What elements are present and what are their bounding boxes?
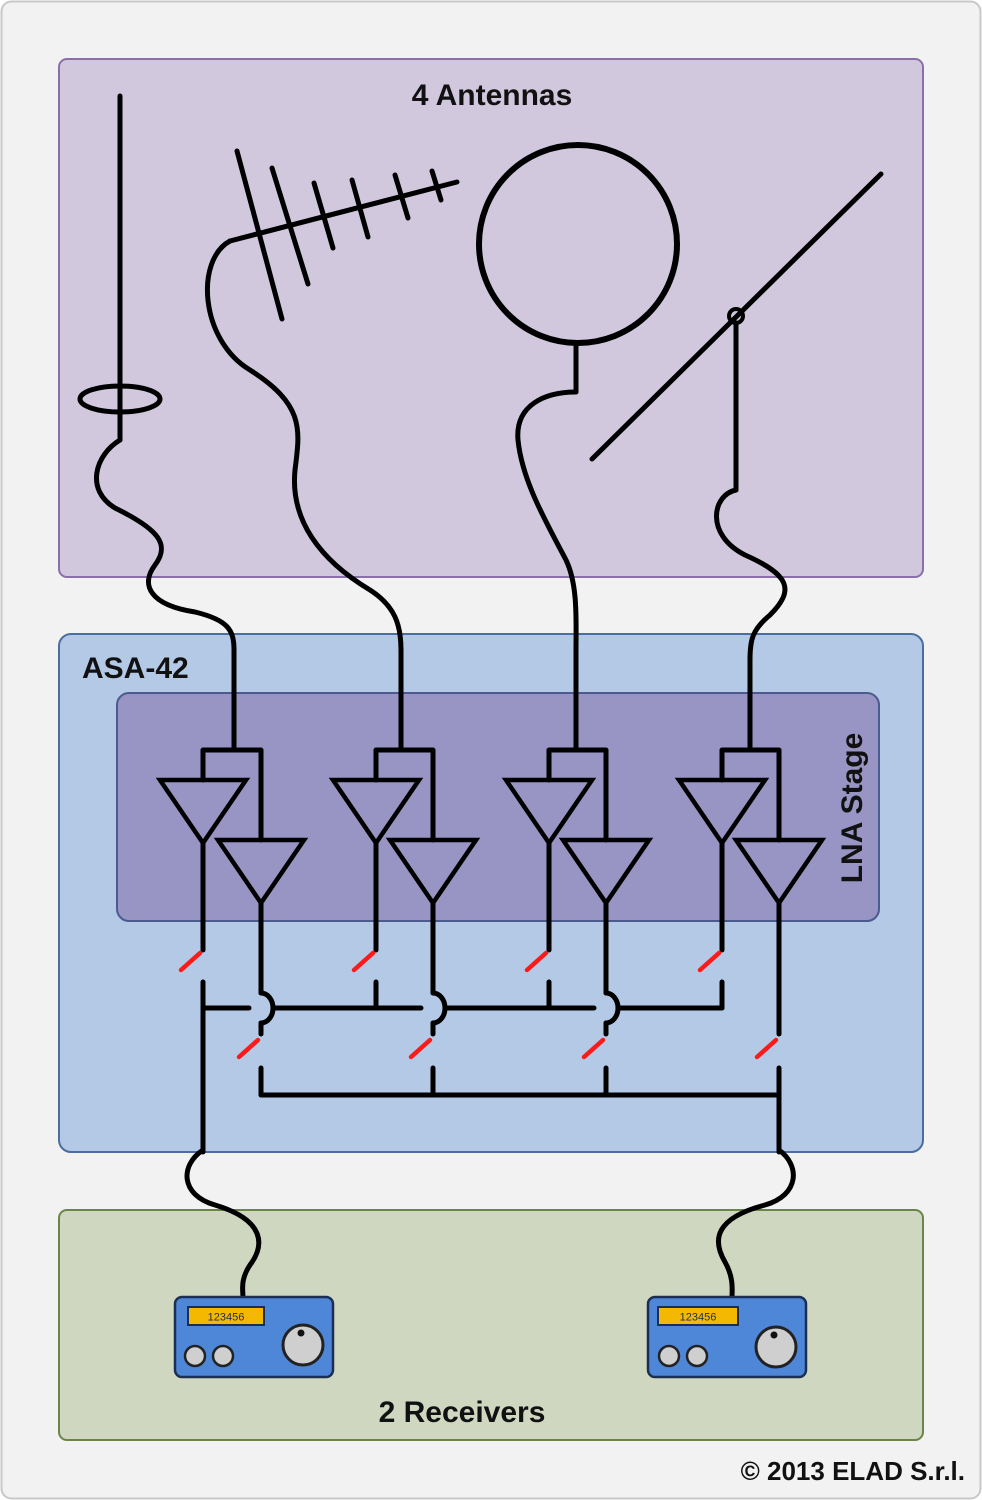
splitter-lines [719, 747, 782, 843]
cable-receiver-1 [184, 1147, 262, 1301]
switch-b-icon [408, 1037, 433, 1060]
cable-antenna-1 [94, 437, 237, 753]
amplifier-a-icon [328, 777, 424, 847]
loop-antenna-icon [476, 142, 680, 395]
cable-antenna-4 [714, 487, 788, 753]
splitter-lines [200, 747, 264, 843]
tuning-knob-marker [770, 1331, 778, 1339]
amplifier-b-icon [213, 837, 309, 907]
switch-matrix [178, 840, 782, 1155]
amplifier-a-icon [674, 777, 770, 847]
small-knob-icon [685, 1344, 709, 1368]
switch-a-icon [351, 950, 376, 973]
cable-antenna-2 [204, 238, 404, 753]
switch-a-icon [524, 950, 549, 973]
amplifier-group-1 [155, 747, 309, 907]
lna-stage-panel [116, 692, 880, 922]
switch-b-icon [754, 1037, 779, 1060]
tuning-knob-icon [281, 1323, 325, 1367]
dipole-antenna-icon [589, 171, 884, 493]
cable-receiver-2 [715, 1147, 796, 1301]
switch-a-icon [697, 950, 722, 973]
antennas-label: 4 Antennas [412, 79, 573, 112]
tuning-knob-marker [297, 1329, 305, 1337]
amplifier-group-2 [328, 747, 481, 907]
copyright-text: © 2013 ELAD S.r.l. [741, 1456, 965, 1486]
amplifier-b-icon [731, 837, 827, 907]
amplifier-a-icon [155, 777, 251, 847]
receiver-2: 123456 [646, 1295, 808, 1379]
asa-42-label: ASA-42 [82, 652, 189, 685]
switch-b-icon [581, 1037, 606, 1060]
amplifier-b-icon [558, 837, 654, 907]
tuning-knob-icon [754, 1325, 798, 1369]
yagi-antenna-icon [227, 148, 460, 322]
receiver-display-text: 123456 [208, 1312, 245, 1324]
amplifier-b-icon [385, 837, 481, 907]
receiver-display [187, 1306, 265, 1326]
cable-antenna-3 [515, 389, 579, 753]
amplifier-group-4 [674, 747, 827, 907]
amplifier-group-3 [501, 747, 654, 907]
small-knob-icon [211, 1344, 235, 1368]
lna-amplifiers [155, 747, 827, 907]
whip-antenna-icon [77, 93, 163, 443]
receiver-display-text: 123456 [680, 1312, 717, 1324]
small-knob-icon [657, 1344, 681, 1368]
receiver-display [657, 1306, 739, 1326]
switch-b-icon [236, 1037, 261, 1060]
small-knob-icon [183, 1344, 207, 1368]
amplifier-a-icon [501, 777, 597, 847]
lna-stage-label: LNA Stage [836, 733, 869, 884]
antennas-panel [58, 58, 924, 578]
receivers-label: 2 Receivers [379, 1396, 546, 1429]
receiver-1: 123456 [173, 1295, 335, 1379]
switch-a-icon [178, 950, 203, 973]
splitter-lines [373, 747, 436, 843]
splitter-lines [546, 747, 609, 843]
receivers-panel [58, 1209, 924, 1441]
